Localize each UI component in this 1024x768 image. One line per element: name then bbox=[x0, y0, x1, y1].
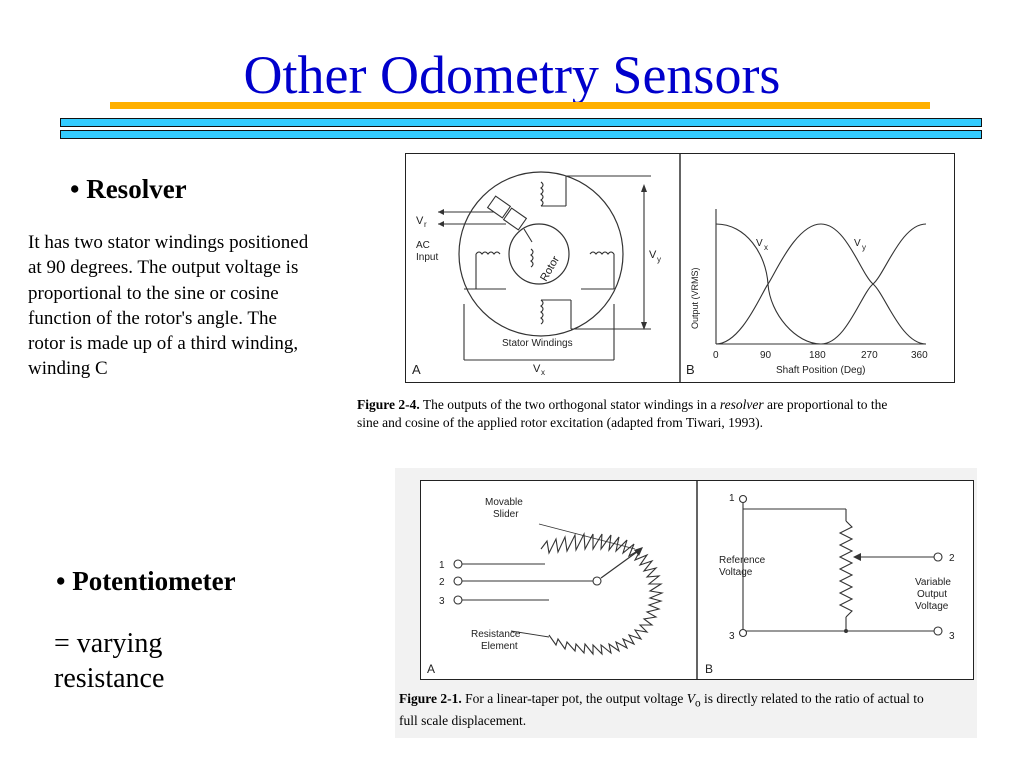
pot-a-pin-2: 2 bbox=[439, 577, 445, 588]
pot-resistor-symbol bbox=[838, 520, 854, 618]
pot-panel-a-label: A bbox=[427, 662, 435, 676]
stator-windings-label: Stator Windings bbox=[502, 338, 573, 349]
resolver-caption-label: Figure 2-4. bbox=[357, 397, 420, 412]
resolver-caption-text-a: The outputs of the two orthogonal stator… bbox=[422, 397, 717, 412]
pot-b-pin-3-left: 3 bbox=[729, 631, 735, 642]
resolver-figure: V r AC Input Rotor Stator Windings V x V… bbox=[405, 153, 955, 383]
curve-vx-label: V bbox=[756, 238, 763, 249]
curve-vy-sub: y bbox=[862, 243, 866, 252]
potentiometer-caption-label: Figure 2-1. bbox=[399, 691, 462, 706]
potentiometer-caption-vo-sub: o bbox=[695, 697, 701, 710]
resolver-diagram: V r AC Input Rotor Stator Windings V x V… bbox=[412, 154, 928, 382]
movable-slider-label-1: Movable bbox=[485, 497, 523, 508]
potentiometer-caption-text-b: is directly related to the ratio of actu… bbox=[704, 691, 924, 706]
potentiometer-caption-text-a: For a linear-taper pot, the output volta… bbox=[465, 691, 684, 706]
movable-slider-label-2: Slider bbox=[493, 509, 519, 520]
potentiometer-caption-line-1: Figure 2-1. For a linear-taper pot, the … bbox=[399, 690, 1009, 712]
divider-bar-top bbox=[60, 118, 982, 127]
variable-output-label-3: Voltage bbox=[915, 601, 949, 612]
tick-90: 90 bbox=[760, 350, 772, 361]
vy-label: V bbox=[649, 249, 657, 261]
potentiometer-caption-line-2: full scale displacement. bbox=[399, 712, 527, 728]
ac-input-label-1: AC bbox=[416, 240, 430, 251]
reference-voltage-label-1: Reference bbox=[719, 555, 766, 566]
resistance-element bbox=[540, 531, 664, 656]
resolver-xlabel: Shaft Position (Deg) bbox=[776, 365, 866, 376]
resolver-line-3: proportional to the sine or cosine bbox=[28, 282, 279, 304]
resolver-line-2: at 90 degrees. The output voltage is bbox=[28, 257, 299, 279]
pot-panel-b-label: B bbox=[705, 662, 713, 676]
reference-voltage-label-2: Voltage bbox=[719, 567, 753, 578]
potentiometer-figure: 1 2 3 Movable Slider Resistance Element … bbox=[420, 480, 974, 680]
slide-title: Other Odometry Sensors bbox=[243, 45, 781, 105]
potentiometer-caption-vo: V bbox=[686, 691, 696, 706]
resistance-element-label-2: Element bbox=[481, 641, 518, 652]
resolver-panel-a-label: A bbox=[412, 362, 421, 377]
pot-b-pin-2: 2 bbox=[949, 553, 955, 564]
pot-a-pin-3: 3 bbox=[439, 596, 445, 607]
title-underline bbox=[110, 102, 930, 109]
pot-b-pin-3-right: 3 bbox=[949, 631, 955, 642]
variable-output-label-1: Variable bbox=[915, 577, 951, 588]
vr-label: V bbox=[416, 215, 424, 227]
vx-curve bbox=[715, 223, 927, 345]
variable-output-label-2: Output bbox=[917, 589, 947, 600]
potentiometer-line-2: resistance bbox=[54, 663, 165, 694]
resolver-line-4: function of the rotor's angle. The bbox=[28, 307, 277, 329]
potentiometer-line-1: = varying bbox=[54, 628, 163, 659]
resolver-ylabel: Output (VRMS) bbox=[690, 267, 700, 329]
ac-input-label-2: Input bbox=[416, 252, 438, 263]
potentiometer-bullet: • Potentiometer bbox=[56, 566, 236, 596]
potentiometer-description: = varying resistance bbox=[54, 626, 164, 696]
tick-0: 0 bbox=[713, 350, 719, 361]
slider-arm bbox=[600, 548, 642, 579]
vy-sub: y bbox=[657, 255, 661, 264]
resolver-caption-emphasis: resolver bbox=[719, 397, 764, 412]
resolver-caption: Figure 2-4. The outputs of the two ortho… bbox=[357, 396, 1007, 432]
vx-label: V bbox=[533, 363, 541, 375]
resistance-element-label-1: Resistance bbox=[471, 629, 521, 640]
stator-ring bbox=[458, 171, 624, 337]
vx-sub: x bbox=[541, 368, 545, 377]
tick-270: 270 bbox=[861, 350, 878, 361]
resolver-panel-b-label: B bbox=[686, 362, 695, 377]
curve-vy-label: V bbox=[854, 238, 861, 249]
vy-curve bbox=[715, 223, 927, 345]
rotor-label: Rotor bbox=[538, 254, 562, 284]
resolver-description: It has two stator windings positioned at… bbox=[28, 230, 408, 382]
pot-a-pin-1: 1 bbox=[439, 560, 445, 571]
tick-360: 360 bbox=[911, 350, 928, 361]
resolver-caption-line-2: sine and cosine of the applied rotor exc… bbox=[357, 415, 764, 431]
resolver-line-6: winding C bbox=[28, 358, 108, 380]
divider-bar-bottom bbox=[60, 130, 982, 139]
potentiometer-caption: Figure 2-1. For a linear-taper pot, the … bbox=[399, 690, 1009, 730]
resolver-line-5: rotor is made up of a third winding, bbox=[28, 333, 299, 355]
rotor-circle bbox=[508, 223, 570, 285]
potentiometer-diagram: 1 2 3 Movable Slider Resistance Element … bbox=[427, 481, 955, 679]
resolver-line-1: It has two stator windings positioned bbox=[28, 232, 309, 253]
vr-sub: r bbox=[424, 220, 427, 229]
curve-vx-sub: x bbox=[764, 243, 768, 252]
resolver-bullet: • Resolver bbox=[70, 174, 187, 204]
tick-180: 180 bbox=[809, 350, 826, 361]
pot-b-pin-1: 1 bbox=[729, 493, 735, 504]
resolver-caption-line-1: Figure 2-4. The outputs of the two ortho… bbox=[357, 396, 1007, 414]
resolver-caption-text-b: are proportional to the bbox=[766, 397, 888, 412]
